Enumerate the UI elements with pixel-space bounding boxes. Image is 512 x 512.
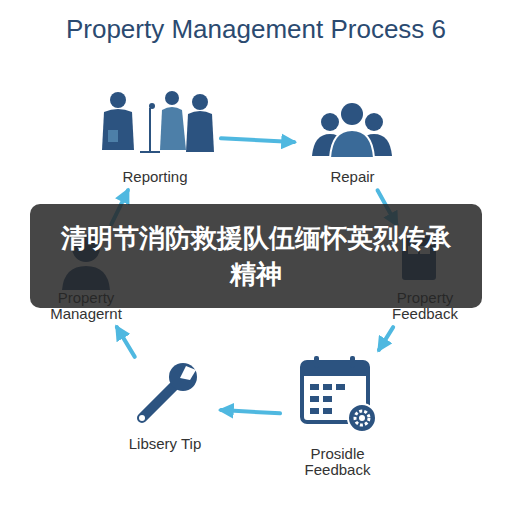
step-label: Libsery Tip bbox=[129, 436, 202, 452]
flow-arrow bbox=[221, 410, 280, 413]
step-label: Repair bbox=[330, 169, 374, 185]
diagram-title: Property Management Process 6 bbox=[0, 14, 512, 45]
flow-arrow bbox=[221, 138, 294, 142]
wrench-icon bbox=[139, 363, 197, 421]
step-label: Prosidle Feedback bbox=[286, 446, 389, 478]
repair-icon bbox=[312, 103, 392, 158]
banner-text: 清明节消防救援队伍缅怀英烈传承精神 bbox=[54, 220, 458, 292]
flow-arrow bbox=[379, 327, 393, 350]
flow-arrow bbox=[117, 327, 135, 357]
calendar-icon bbox=[302, 356, 376, 432]
process-step: Repair bbox=[300, 105, 405, 185]
step-label: Reporting bbox=[122, 169, 187, 185]
reporting-icon bbox=[102, 91, 214, 152]
process-step: Libsery Tip bbox=[115, 362, 215, 452]
process-step: Reporting bbox=[95, 85, 215, 185]
process-step: Prosidle Feedback bbox=[286, 355, 389, 478]
overlay-banner: 清明节消防救援队伍缅怀英烈传承精神 bbox=[30, 204, 482, 308]
